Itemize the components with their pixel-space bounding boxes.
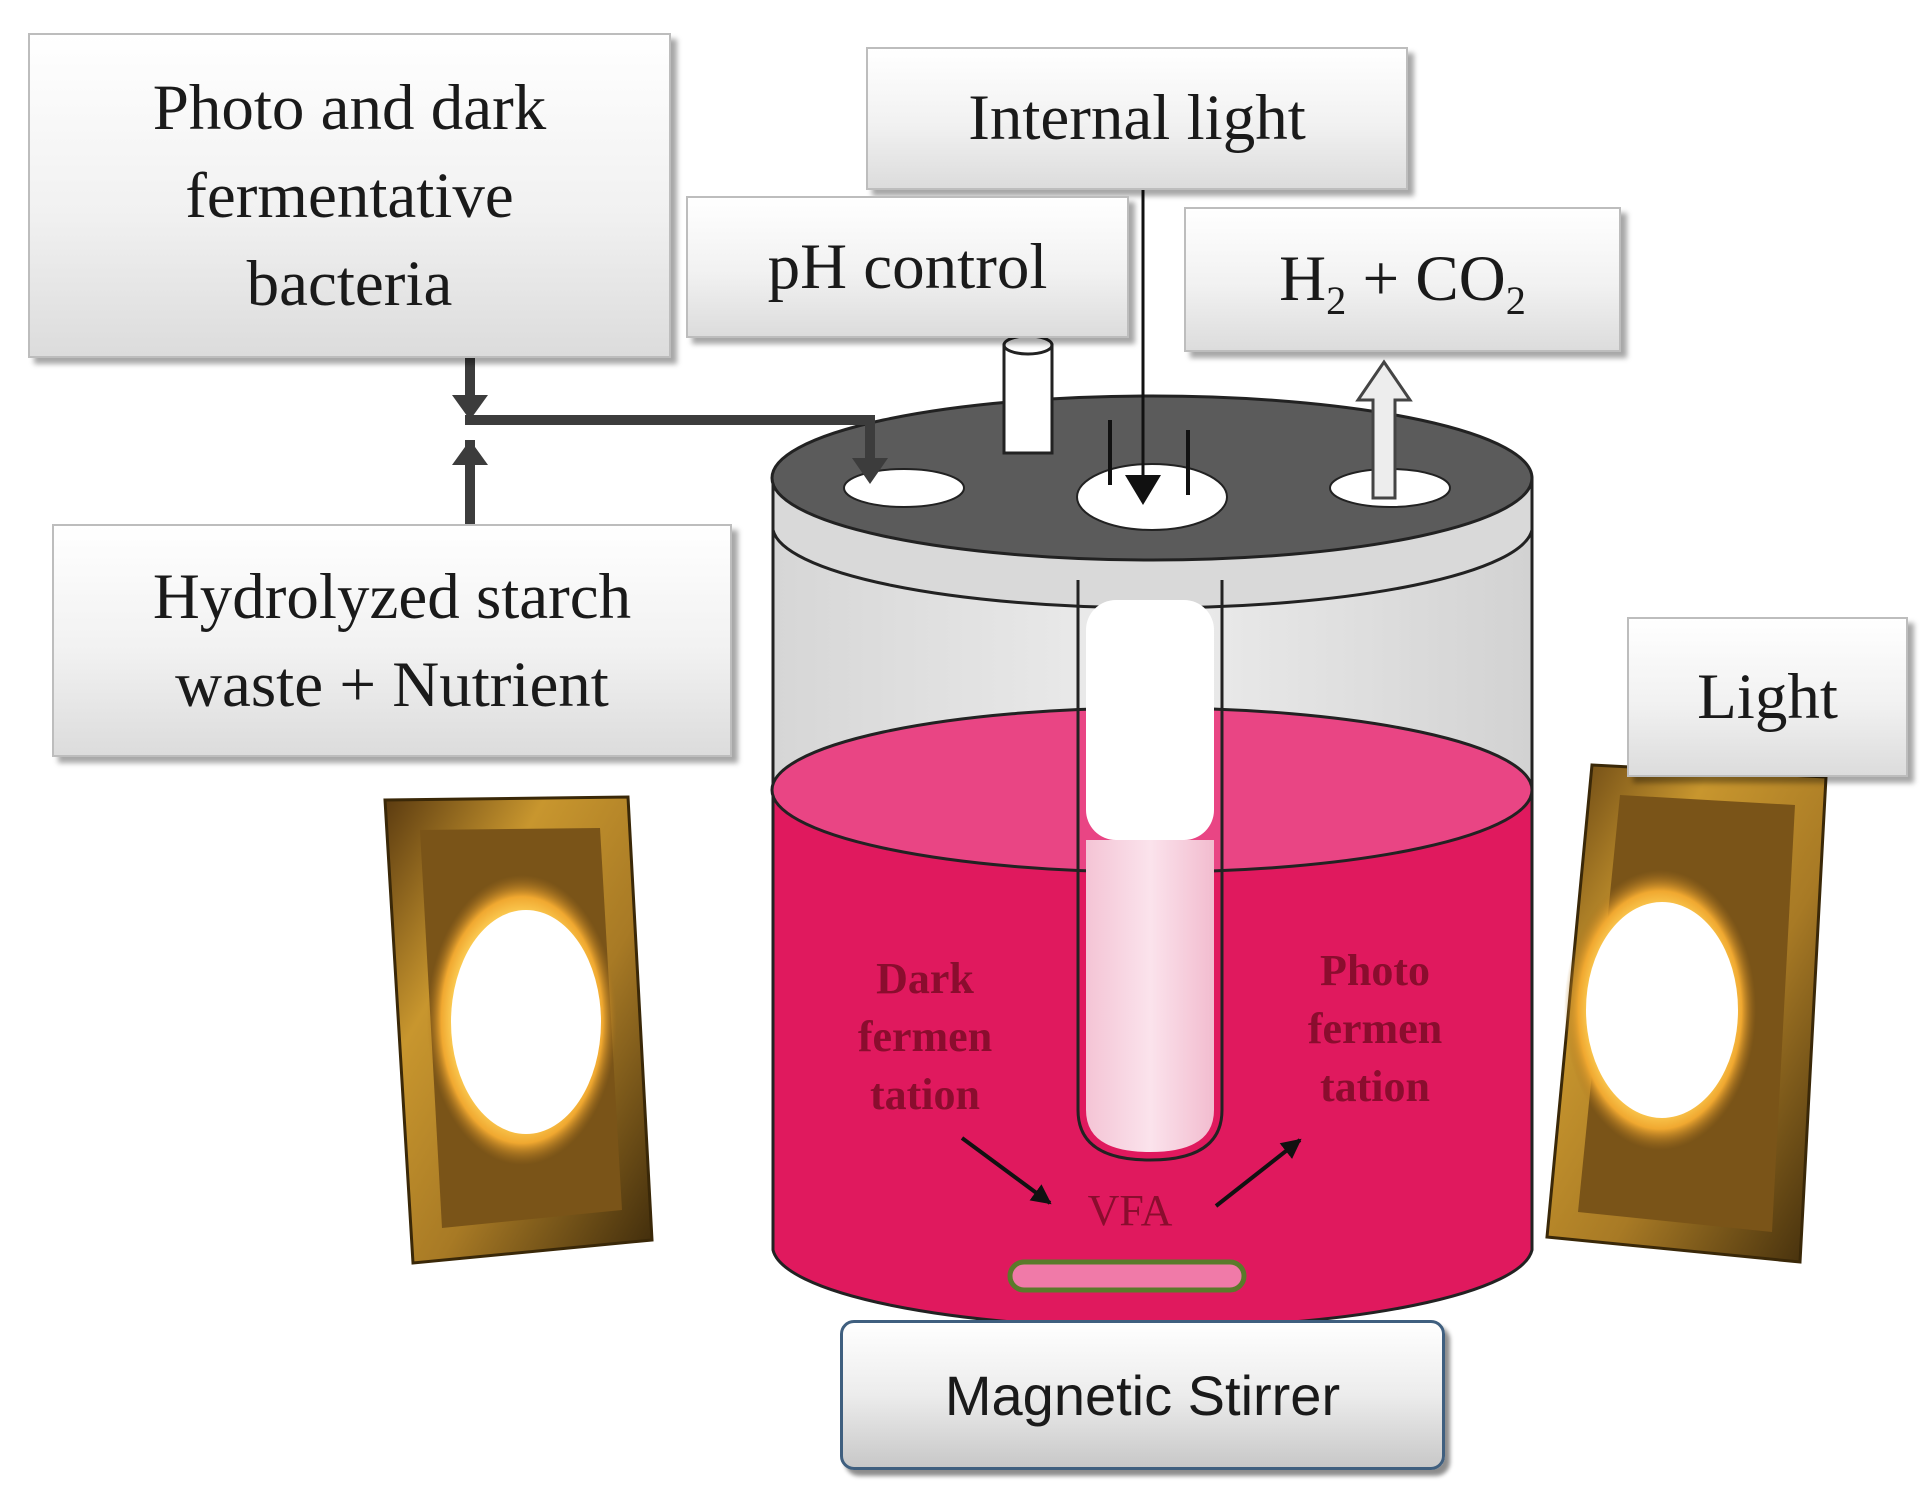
ph-probe-icon <box>1002 334 1054 455</box>
lamp-icon <box>383 795 654 1265</box>
light-port <box>1076 463 1228 531</box>
substrate-label: Hydrolyzed starch waste + Nutrient <box>152 560 632 721</box>
vfa-to-photo-arrow <box>1214 1138 1302 1208</box>
light-label-box: Light <box>1627 617 1908 777</box>
stir-bar-icon <box>1007 1259 1247 1293</box>
vfa-label: VFA <box>1087 1186 1173 1235</box>
magnetic-stirrer-label: Magnetic Stirrer <box>944 1363 1341 1427</box>
feed-port <box>843 468 965 508</box>
substrate-label-box: Hydrolyzed starch waste + Nutrient <box>52 524 732 757</box>
internal-light-tube <box>1076 580 1224 1162</box>
light-label: Light <box>1697 660 1838 733</box>
lamp-icon <box>1545 763 1828 1264</box>
internal-light-label: Internal light <box>968 82 1306 154</box>
photo-fermentation-label: Photo fermen tation <box>1307 946 1443 1111</box>
feed-arrowheads <box>452 395 888 484</box>
dark-to-vfa-arrow <box>960 1136 1052 1205</box>
magnetic-stirrer-box: Magnetic Stirrer <box>840 1320 1445 1470</box>
internal-light-label-box: Internal light <box>866 47 1408 190</box>
gas-output-label: H2 + CO2 <box>1279 243 1526 324</box>
bacteria-label-box: Photo and dark fermentative bacteria <box>28 33 671 358</box>
gas-outlet-arrow-icon <box>1355 359 1413 500</box>
ph-control-label: pH control <box>767 230 1048 303</box>
dark-fermentation-label: Dark fermen tation <box>857 954 993 1119</box>
gas-output-label-box: H2 + CO2 <box>1184 207 1621 352</box>
ph-control-label-box: pH control <box>686 196 1129 338</box>
bacteria-label: Photo and dark fermentative bacteria <box>152 71 547 320</box>
